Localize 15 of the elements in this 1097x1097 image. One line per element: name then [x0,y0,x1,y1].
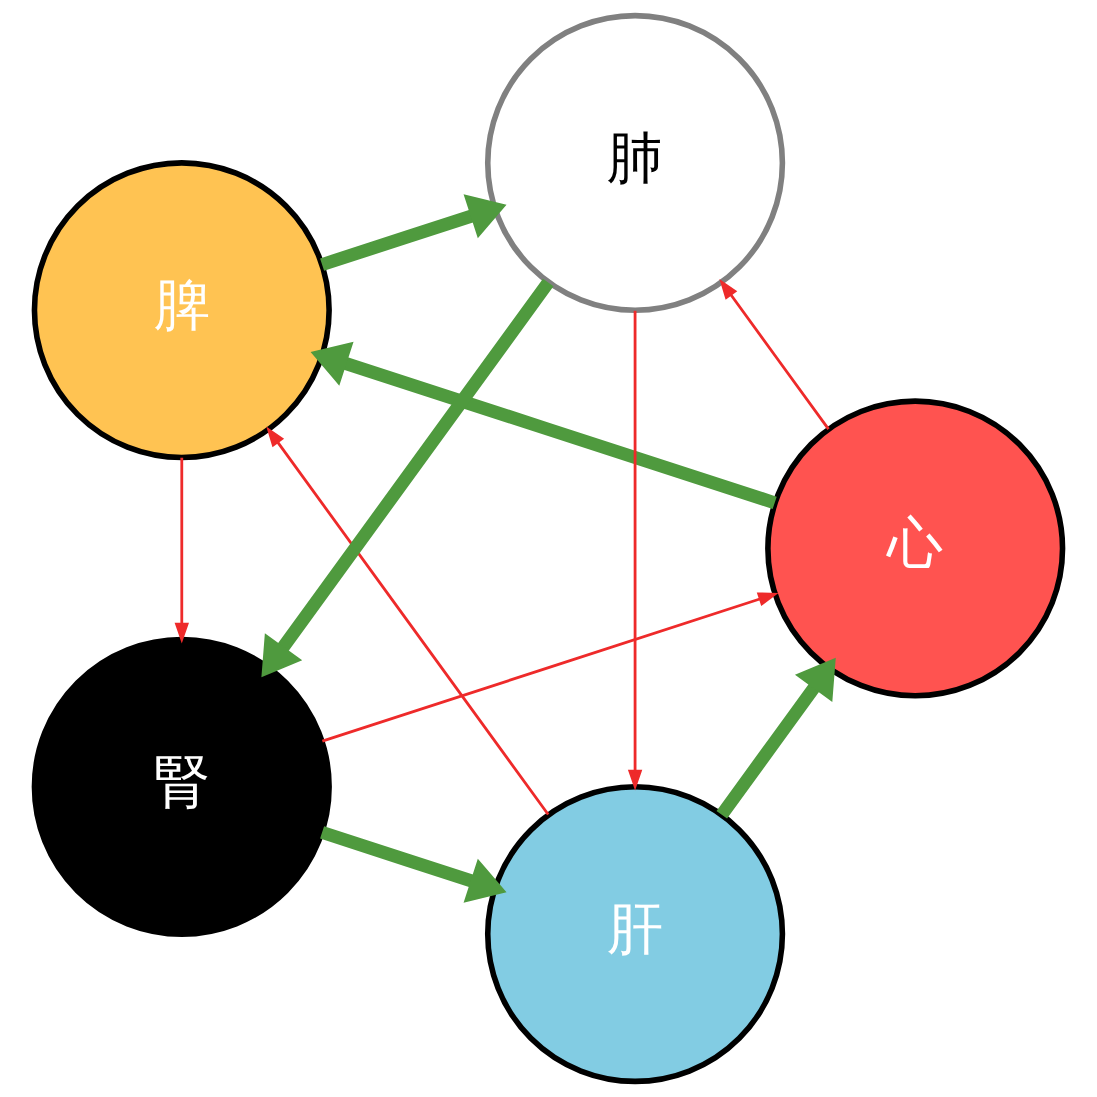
arrow [627,310,643,791]
node-circle: 脾 [31,160,332,461]
node-circle: 腎 [31,636,332,937]
arrow [320,826,507,903]
arrow [321,592,779,743]
arrow [310,341,777,510]
arrow [320,194,507,271]
arrow [716,657,836,819]
arrow [266,426,550,816]
node-circle: 肺 [484,12,786,314]
arrow [261,278,554,678]
arrow [719,278,830,430]
node-circle: 肝 [484,783,786,1085]
node-circle: 心 [765,398,1066,699]
arrow [174,457,189,644]
